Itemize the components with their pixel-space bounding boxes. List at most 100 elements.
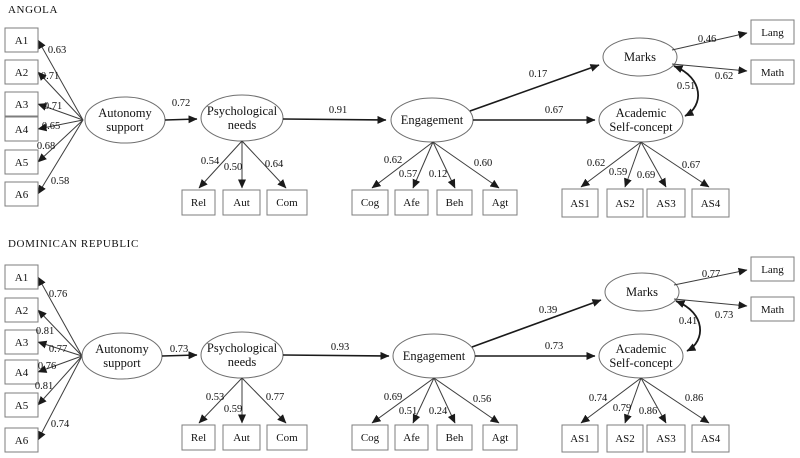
loading-value: 0.76 [49,289,67,300]
indicator-box-a3 [4,91,39,117]
path-asc-as3 [640,141,667,188]
indicator-box-cog [351,189,389,216]
loading-value: 0.86 [639,406,657,417]
path-psych-com [241,377,287,424]
latent-label: needs [228,355,257,369]
path-eng-afe [412,377,435,424]
panel-angola: ANGOLA A1 A2 A3 A4 A5 A6 0.63 0.71 0.71 … [4,4,795,218]
path-autonomy-a1 [37,39,84,121]
path-eng-agt [433,377,500,424]
path-autonomy-a2 [37,71,84,121]
latent-label: Engagement [403,349,466,363]
latent-label: support [103,356,141,370]
path-asc-as3 [640,377,667,424]
indicator-box-a4 [4,359,39,385]
indicator-box-lang [750,256,795,282]
latent-label: Autonomy [95,342,149,356]
indicator-box-aut [222,189,261,216]
indicator-box-agt [482,189,518,216]
indicator-box-afe [394,189,429,216]
indicator-box-lang [750,19,795,45]
path-autonomy-a5 [37,119,84,163]
path-value: 0.73 [170,344,188,355]
path-eng-beh [432,141,456,189]
path-marks-asc-correlation [675,300,701,352]
loading-value: 0.69 [384,392,402,403]
indicator-label: Rel [191,197,206,209]
indicator-label: A4 [15,124,29,136]
panel-dominican-republic: DOMINICAN REPUBLIC A1 A2 A3 A4 A5 A6 0.7… [4,238,795,453]
indicator-box-as3 [646,188,686,218]
loading-value: 0.74 [51,419,70,430]
latent-label: Psychological [207,341,278,355]
indicator-label: Beh [446,432,464,444]
loading-value: 0.53 [206,392,224,403]
path-autonomy-psych [161,351,198,360]
indicator-box-agt [482,424,518,451]
loading-value: 0.50 [224,162,242,173]
indicator-label: A2 [15,67,28,79]
latent-label: Academic [616,342,667,356]
indicator-box-com [266,189,308,216]
latent-label: support [106,120,144,134]
indicator-label: AS1 [570,198,590,210]
path-value: 0.17 [529,69,547,80]
indicator-box-as3 [646,424,686,453]
loading-value: 0.12 [429,169,447,180]
indicator-box-a6 [4,427,39,453]
latent-marks [602,37,678,77]
path-asc-as2 [624,377,642,424]
latent-label: Marks [626,285,658,299]
indicator-box-as1 [561,424,599,453]
loading-value: 0.77 [702,269,720,280]
indicator-label: AS2 [615,433,635,445]
path-asc-as4 [640,377,710,424]
indicator-label: Agt [492,197,509,209]
path-asc-as1 [580,141,642,188]
loading-value: 0.71 [44,101,62,112]
loading-value: 0.62 [384,155,402,166]
path-psych-engagement [282,115,387,124]
indicator-box-as4 [691,424,730,453]
loading-value: 0.24 [429,406,448,417]
path-asc-as1 [580,377,642,424]
loading-value: 0.65 [42,121,60,132]
indicator-label: Aut [233,197,250,209]
path-autonomy-a4 [37,355,83,373]
indicator-label: Rel [191,432,206,444]
indicator-box-beh [436,189,473,216]
panel-title: ANGOLA [8,4,58,16]
loading-value: 0.77 [49,344,67,355]
latent-label: Self-concept [609,120,673,134]
indicator-label: A4 [15,367,29,379]
path-eng-agt [432,141,500,189]
loading-value: 0.69 [637,170,655,181]
indicator-box-as4 [691,188,730,218]
path-marks-math [671,63,748,75]
path-asc-as4 [640,141,710,188]
indicator-label: A5 [15,400,29,412]
indicator-box-a3 [4,329,39,355]
indicator-label: AS3 [656,433,676,445]
indicator-label: AS4 [701,198,721,210]
loading-value: 0.46 [698,34,716,45]
indicator-box-a1 [4,264,39,290]
indicator-label: A1 [15,272,28,284]
path-autonomy-a3 [37,103,84,121]
path-marks-lang [673,267,748,286]
loading-value: 0.73 [715,310,733,321]
loading-value: 0.71 [41,71,59,82]
indicator-label: A3 [15,99,29,111]
panel-title: DOMINICAN REPUBLIC [8,238,139,250]
latent-marks [604,272,680,312]
indicator-label: Afe [403,432,420,444]
loading-value: 0.86 [685,393,703,404]
indicator-label: A2 [15,305,28,317]
latent-label: Autonomy [98,106,152,120]
path-psych-engagement [282,351,390,360]
path-value: 0.41 [679,316,697,327]
loading-value: 0.63 [48,45,66,56]
latent-label: Engagement [401,113,464,127]
path-autonomy-a6 [37,355,83,441]
indicator-box-rel [181,424,216,451]
